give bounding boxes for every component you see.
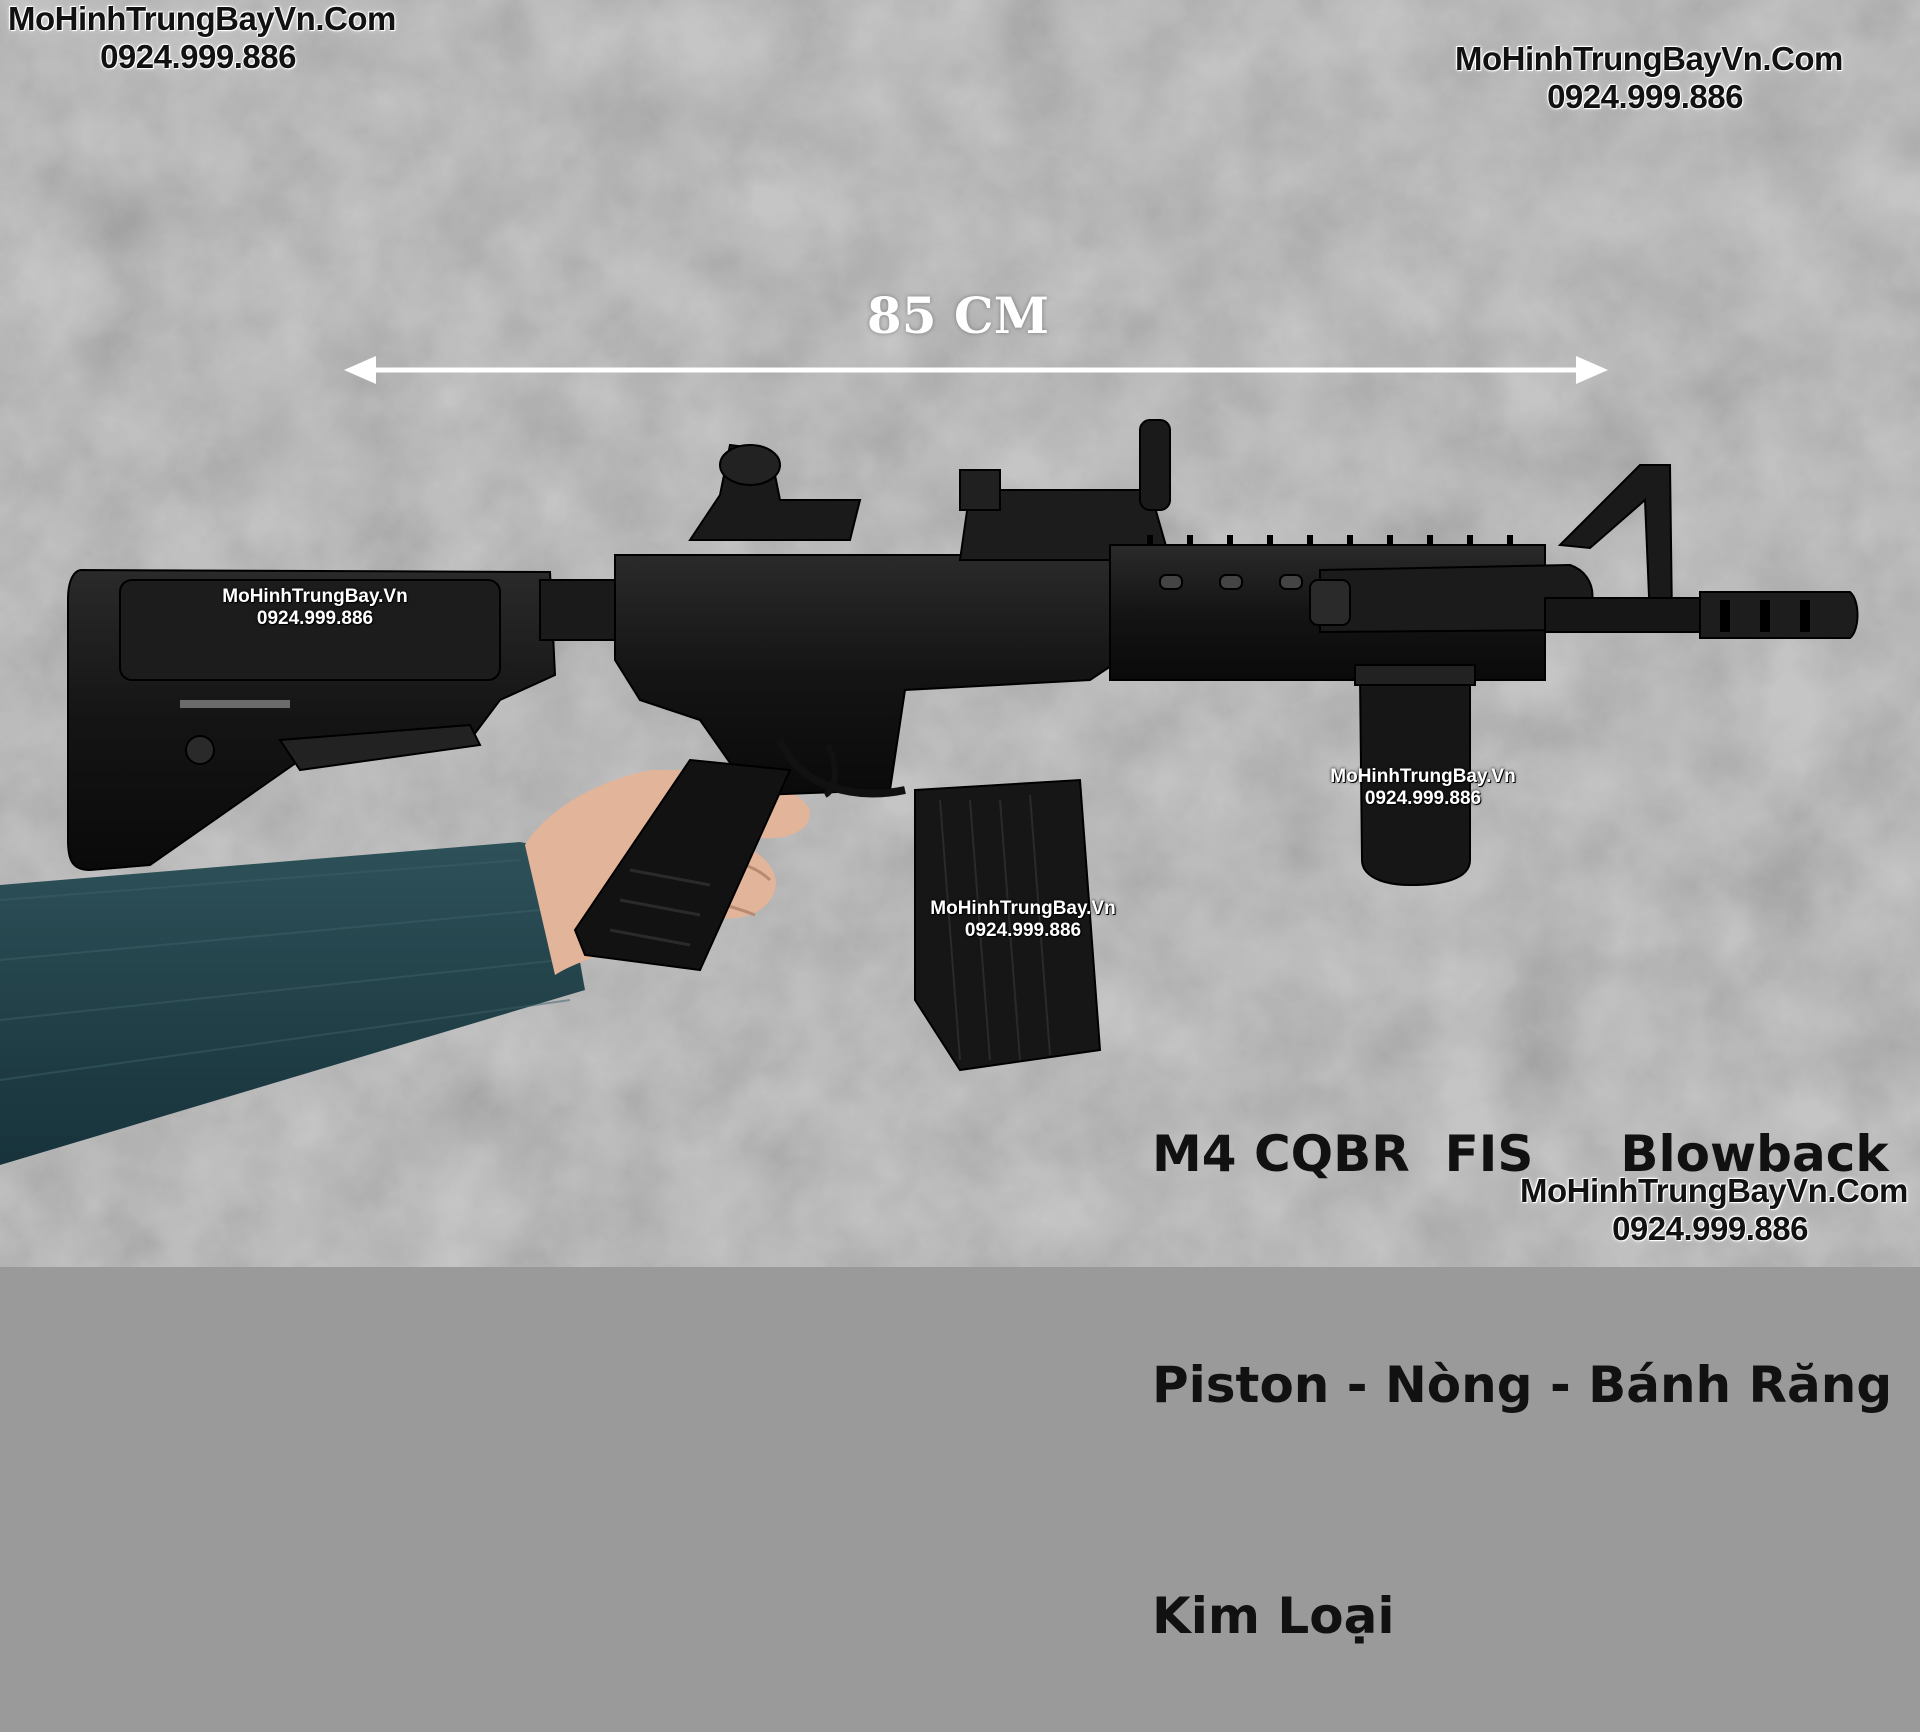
- watermark-magazine: MoHinhTrungBay.Vn 0924.999.886: [903, 898, 1143, 942]
- watermark-grip: MoHinhTrungBay.Vn 0924.999.886: [1303, 766, 1543, 810]
- product-title: M4 CQBR FIS Blowback Piston - Nòng - Bán…: [1152, 962, 1892, 1732]
- watermark-stock: MoHinhTrungBay.Vn 0924.999.886: [195, 586, 435, 630]
- watermark-top-left: MoHinhTrungBayVn.Com 0924.999.886: [8, 0, 396, 76]
- watermark-phone: 0924.999.886: [1364, 787, 1482, 809]
- watermark-top-right: MoHinhTrungBayVn.Com 0924.999.886: [1455, 40, 1843, 116]
- watermark-site: MoHinhTrungBayVn.Com: [1455, 40, 1843, 77]
- rifle: [67, 419, 1859, 1072]
- product-title-line-2: Piston - Nòng - Bánh Răng: [1152, 1356, 1893, 1414]
- watermark-site: MoHinhTrungBay.Vn: [930, 898, 1116, 919]
- product-title-line-1: M4 CQBR FIS Blowback: [1152, 1125, 1889, 1183]
- watermark-site: MoHinhTrungBay.Vn: [222, 586, 408, 607]
- watermark-phone: 0924.999.886: [964, 919, 1082, 941]
- arm: [0, 842, 585, 1165]
- product-title-line-3: Kim Loại: [1152, 1587, 1395, 1645]
- watermark-bottom-right: MoHinhTrungBayVn.Com 0924.999.886: [1520, 1172, 1908, 1248]
- watermark-site: MoHinhTrungBayVn.Com: [1520, 1172, 1908, 1209]
- watermark-phone: 0924.999.886: [1612, 1209, 1808, 1247]
- length-label: 85 CM: [866, 286, 1050, 345]
- watermark-phone: 0924.999.886: [100, 37, 296, 75]
- watermark-phone: 0924.999.886: [256, 607, 374, 629]
- product-photo: [0, 0, 1920, 1267]
- watermark-site: MoHinhTrungBayVn.Com: [8, 0, 396, 37]
- measurement-arrow-icon: [344, 356, 1608, 384]
- watermark-site: MoHinhTrungBay.Vn: [1330, 766, 1516, 787]
- watermark-phone: 0924.999.886: [1547, 77, 1743, 115]
